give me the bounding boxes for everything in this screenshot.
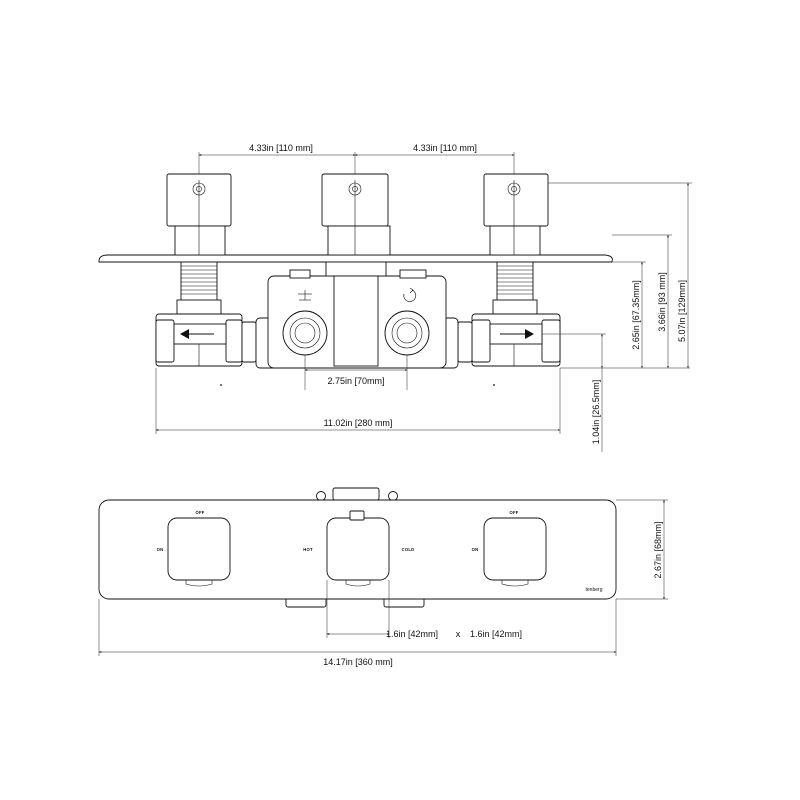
dim-spacing-right: 4.33in [110 mm]: [354, 143, 515, 174]
wall-plate-edge: [98, 254, 613, 263]
rear-lug-right: [388, 491, 398, 501]
dim-depth-1-text: 2.65in [67.35mm]: [631, 280, 641, 350]
dim-overall-width: 11.02in [280 mm]: [155, 368, 561, 434]
front-knob-center: [326, 517, 390, 581]
dim-spacing-right-text: 4.33in [110 mm]: [413, 143, 477, 153]
thermostatic-body: [255, 261, 459, 369]
valve-stem-right: [492, 261, 538, 315]
label-off-left: OFF: [196, 510, 205, 515]
front-view: OFF ON HOT COLD ON OFF tenberg 2.67in [6…: [98, 487, 668, 667]
dim-depth-1: 2.65in [67.35mm]: [560, 261, 690, 369]
dim-plate-width: 14.17in [360 mm]: [98, 599, 617, 667]
dim-overall-width-text: 11.02in [280 mm]: [324, 418, 393, 428]
diverter-body-right: [471, 313, 561, 367]
dim-depth-3: 5.07in [129mm]: [548, 182, 692, 369]
dim-depth-3-text: 5.07in [129mm]: [677, 280, 687, 342]
top-view: 4.33in [110 mm] 4.33in [110 mm] 2.75in […: [98, 143, 692, 452]
dim-inlet-offset: 1.04in [26.5mm]: [542, 333, 606, 452]
rear-lug-left: [316, 491, 326, 501]
dim-port-spacing: 2.75in [70mm]: [304, 355, 408, 390]
knob-left: [166, 173, 232, 256]
port-right: [384, 310, 430, 356]
knob-center-indicator: [349, 510, 365, 521]
diverter-body-left: [155, 313, 243, 367]
front-knob-left: [167, 517, 231, 581]
mark-dot-right: [493, 384, 495, 386]
dim-depth-2-text: 3.66in [93 mm]: [657, 272, 667, 332]
dim-plate-width-text: 14.17in [360 mm]: [323, 657, 393, 667]
dim-spacing-left-text: 4.33in [110 mm]: [249, 143, 313, 153]
dim-port-spacing-text: 2.75in [70mm]: [327, 376, 384, 386]
dim-knob-size: 1.6in [42mm] x 1.6in [42mm]: [326, 580, 522, 639]
dim-plate-height-text: 2.67in [68mm]: [653, 521, 663, 578]
label-hot: HOT: [303, 547, 313, 552]
knob-right: [483, 173, 549, 256]
port-left: [282, 310, 328, 356]
label-on-left: ON: [157, 547, 164, 552]
rear-cartridge-top: [332, 487, 380, 501]
nut-left: [241, 321, 257, 363]
knob-left-lever: [185, 580, 213, 587]
mark-dot-left: [220, 384, 222, 386]
dim-spacing-left: 4.33in [110 mm]: [198, 143, 356, 174]
label-off-right: OFF: [510, 510, 519, 515]
dim-depth-2: 3.66in [93 mm]: [612, 234, 672, 369]
dim-knob-a-text: 1.6in [42mm]: [386, 629, 438, 639]
dim-inlet-offset-text: 1.04in [26.5mm]: [591, 380, 601, 445]
cold-symbol-icon: [403, 287, 417, 302]
label-cold: COLD: [402, 547, 415, 552]
valve-stem-left: [176, 261, 222, 315]
label-on-right: ON: [472, 547, 479, 552]
knob-center: [321, 173, 391, 256]
brand-logo: tenberg: [586, 587, 603, 593]
front-knob-right: [483, 517, 547, 581]
hot-symbol-icon: [298, 290, 312, 301]
dim-plate-height: 2.67in [68mm]: [616, 499, 668, 600]
dim-knob-x-text: x: [456, 629, 461, 639]
dim-knob-b-text: 1.6in [42mm]: [470, 629, 522, 639]
nut-right: [457, 321, 473, 363]
knob-right-lever: [501, 580, 529, 587]
